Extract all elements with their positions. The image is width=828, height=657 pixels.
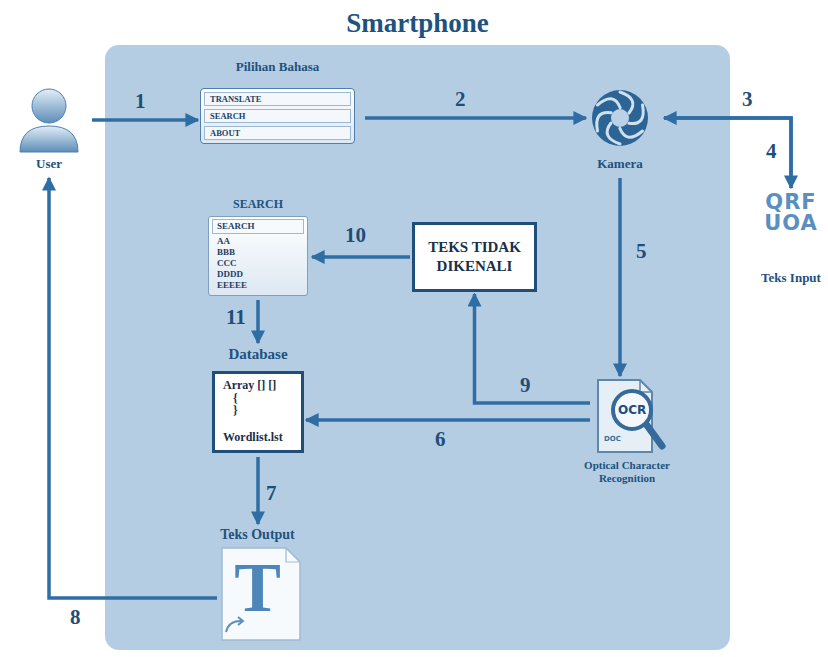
database-node-text: Database <box>212 345 304 363</box>
step-number: 2 <box>455 88 466 110</box>
step-number: 11 <box>226 306 246 328</box>
text-input-node-text: QRF UOA <box>758 192 824 234</box>
flow-arrow <box>664 118 791 188</box>
search-panel-text: CCC <box>212 258 304 269</box>
ocr-node-text: DOC <box>572 435 682 443</box>
language-menu: Pilihan BahasaTRANSLATE SEARCH ABOUT <box>200 58 355 144</box>
step-number: 4 <box>766 140 777 162</box>
step-number: 5 <box>636 240 647 262</box>
database-node-text: Wordlist.lst <box>223 430 295 444</box>
camera-node: Kamera <box>584 86 656 172</box>
ocr-node: OCR DOC Optical Character Recognition <box>572 372 682 485</box>
search-panel-text: SEARCH <box>208 196 308 212</box>
text-output-node-text: T <box>205 552 310 624</box>
step-number: 9 <box>520 374 531 396</box>
database-node-text: } <box>223 404 295 416</box>
search-panel-text: BBB <box>212 247 304 258</box>
step-number: 8 <box>70 606 81 628</box>
step-number: 10 <box>345 224 366 246</box>
language-menu-text: TRANSLATE <box>204 92 351 106</box>
ocr-node-text: Optical Character Recognition <box>572 459 682 485</box>
flow-arrow <box>49 178 217 598</box>
database-box: Array [] []{} Wordlist.lst <box>212 371 304 453</box>
camera-aperture-icon <box>591 90 649 146</box>
search-panel-text: EEEEE <box>212 280 304 291</box>
flow-arrow <box>365 116 586 120</box>
user-actor-text: User <box>10 156 88 172</box>
step-number: 3 <box>742 88 753 110</box>
flow-arrow <box>306 418 590 422</box>
flow-arrow <box>618 178 622 376</box>
database-node-text: { <box>223 392 295 404</box>
text-input-node-text: Teks Input <box>758 270 824 286</box>
text-input-node: QRF UOA Teks Input <box>758 192 824 286</box>
flow-arrow <box>256 457 260 524</box>
user-actor: User <box>10 84 88 172</box>
step-number: 1 <box>135 90 146 112</box>
text-output-node-text: Teks Output <box>205 526 310 544</box>
language-menu-text: ABOUT <box>204 126 351 140</box>
smartphone-panel-text: Smartphone <box>105 7 730 39</box>
camera-node-text: Kamera <box>584 156 656 172</box>
step-number: 7 <box>266 482 277 504</box>
unrecognized-text-box: TEKS TIDAK DIKENALI <box>412 222 537 292</box>
search-list-box: SEARCH AABBBCCCDDDDEEEEE <box>208 216 308 296</box>
search-panel-text: AA <box>212 236 304 247</box>
database-node: DatabaseArray [] []{} Wordlist.lst <box>212 345 304 453</box>
step-number: 6 <box>435 428 446 450</box>
flow-arrow <box>312 255 410 259</box>
flow-arrow <box>664 118 791 188</box>
database-node-text: Array [] [] <box>223 378 295 392</box>
smartphone-panel: SmartphonePilihan BahasaTRANSLATESEARCHA… <box>105 45 730 650</box>
search-panel-text: SEARCH <box>212 219 304 234</box>
flow-arrow <box>256 300 260 343</box>
search-panel: SEARCH SEARCH AABBBCCCDDDDEEEEE <box>208 196 308 296</box>
text-output-node: Teks OutputT <box>205 526 310 626</box>
menu-box: TRANSLATE SEARCH ABOUT <box>200 88 355 144</box>
search-panel-text: DDDD <box>212 269 304 280</box>
flow-arrow <box>92 118 198 122</box>
ocr-node-text: OCR <box>572 403 682 417</box>
language-menu-text: SEARCH <box>204 109 351 123</box>
unrecognized-text-box-text: TEKS TIDAK DIKENALI <box>421 238 528 276</box>
language-menu-text: Pilihan Bahasa <box>200 58 355 76</box>
flow-arrow <box>475 294 591 403</box>
user-icon <box>20 89 78 152</box>
